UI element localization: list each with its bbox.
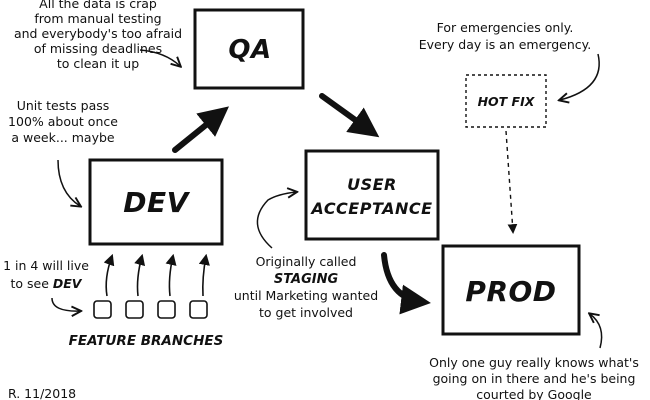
feature-branches: FEATURE BRANCHES (69, 300, 224, 349)
hotfix-note: For emergencies only. Every day is an em… (419, 20, 591, 52)
user-acceptance-label-line1: USER (347, 175, 397, 194)
dev-box-label: DEV (123, 186, 190, 219)
staging-note-line-3: until Marketing wanted (234, 288, 378, 303)
dev-note-line-2: 100% about once (8, 114, 118, 129)
qa-note: All the data is crap from manual testing… (14, 0, 182, 71)
staging-note-line-4: to get involved (259, 305, 353, 320)
feature-branches-label: FEATURE BRANCHES (69, 333, 224, 349)
feature-note-line-1: 1 in 4 will live (3, 258, 89, 273)
hotfix-to-prod-arrow (505, 130, 518, 234)
feature-branch-3 (157, 300, 176, 319)
dev-note-line-1: Unit tests pass (17, 98, 110, 113)
flow-arrows (172, 93, 431, 315)
prod-note-line-3: courted by Google (476, 387, 592, 400)
dev-note: Unit tests pass 100% about once a week..… (8, 98, 118, 145)
user-acceptance-box: USER ACCEPTANCE (304, 149, 440, 241)
prod-box: PROD (441, 244, 581, 336)
prod-note-pointer (590, 314, 603, 349)
prod-note: Only one guy really knows what's going o… (429, 355, 639, 400)
hotfix-note-pointer (560, 53, 600, 100)
qa-to-uat-arrow (319, 93, 380, 138)
staging-note-pointer (256, 192, 296, 249)
hotfix-box: HOT FIX (465, 74, 547, 128)
feature-branch-arrows (103, 253, 210, 297)
qa-box: QA (193, 8, 305, 90)
qa-note-line-4: of missing deadlines (34, 41, 162, 56)
qa-note-pointer (139, 49, 180, 66)
feature-note-prefix: to see (11, 276, 53, 291)
dev-box: DEV (88, 158, 224, 246)
feature-note-pointer (51, 297, 80, 311)
feature-branch-2 (125, 300, 144, 319)
prod-note-line-2: going on in there and he's being (433, 371, 636, 386)
feature-branch-1 (93, 300, 112, 319)
prod-note-line-1: Only one guy really knows what's (429, 355, 639, 370)
feature-note: 1 in 4 will live to see DEV (3, 258, 89, 291)
feature-arrow-3 (165, 253, 177, 297)
hotfix-note-line-2: Every day is an emergency. (419, 37, 591, 52)
feature-note-strong: DEV (53, 276, 83, 291)
pointer-arrows (51, 49, 603, 349)
user-acceptance-label-line2: ACCEPTANCE (309, 199, 432, 218)
feature-branch-4 (189, 300, 208, 319)
dev-note-pointer (57, 159, 80, 206)
feature-arrow-2 (134, 253, 146, 297)
staging-note-strong: STAGING (274, 272, 339, 287)
staging-note: Originally called STAGING until Marketin… (234, 254, 378, 320)
feature-note-line-2: to see DEV (11, 276, 83, 291)
dev-to-qa-arrow (172, 106, 229, 153)
feature-arrow-1 (103, 253, 115, 297)
uat-to-prod-arrow (381, 252, 431, 315)
qa-note-line-1: All the data is crap (39, 0, 157, 11)
qa-box-label: QA (228, 35, 271, 65)
prod-box-label: PROD (465, 275, 556, 308)
dev-note-line-3: a week... maybe (11, 130, 115, 145)
hotfix-box-label: HOT FIX (478, 94, 536, 109)
qa-note-line-3: and everybody's too afraid (14, 26, 182, 41)
hotfix-note-line-1: For emergencies only. (437, 20, 574, 35)
signature: R. 11/2018 (8, 386, 76, 400)
qa-note-line-5: to clean it up (57, 56, 139, 71)
feature-arrow-4 (198, 253, 210, 297)
qa-note-line-2: from manual testing (34, 11, 161, 26)
staging-note-line-1: Originally called (256, 254, 357, 269)
